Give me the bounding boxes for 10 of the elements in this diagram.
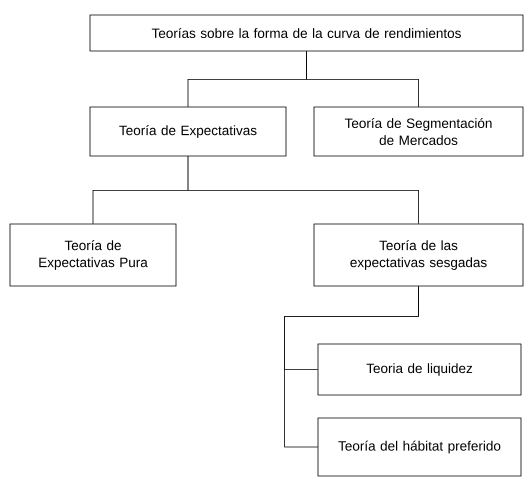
tree-box: Teoría del hábitat preferido bbox=[318, 418, 522, 476]
tree-box: Teoría de Expectativas bbox=[90, 106, 286, 156]
tree-box: Teoría de Segmentación de Mercados bbox=[314, 106, 524, 156]
tree-box: Teoria de liquidez bbox=[318, 344, 522, 396]
connector-line bbox=[188, 156, 419, 224]
tree-box: Teorías sobre la forma de la curva de rendimientos bbox=[90, 14, 524, 52]
connector-line bbox=[306, 51, 419, 107]
connector-line bbox=[284, 286, 419, 448]
tree-box: Teoría de Expectativas Pura bbox=[10, 224, 176, 286]
tree-box: Teoría de las expectativas sesgadas bbox=[314, 224, 524, 286]
